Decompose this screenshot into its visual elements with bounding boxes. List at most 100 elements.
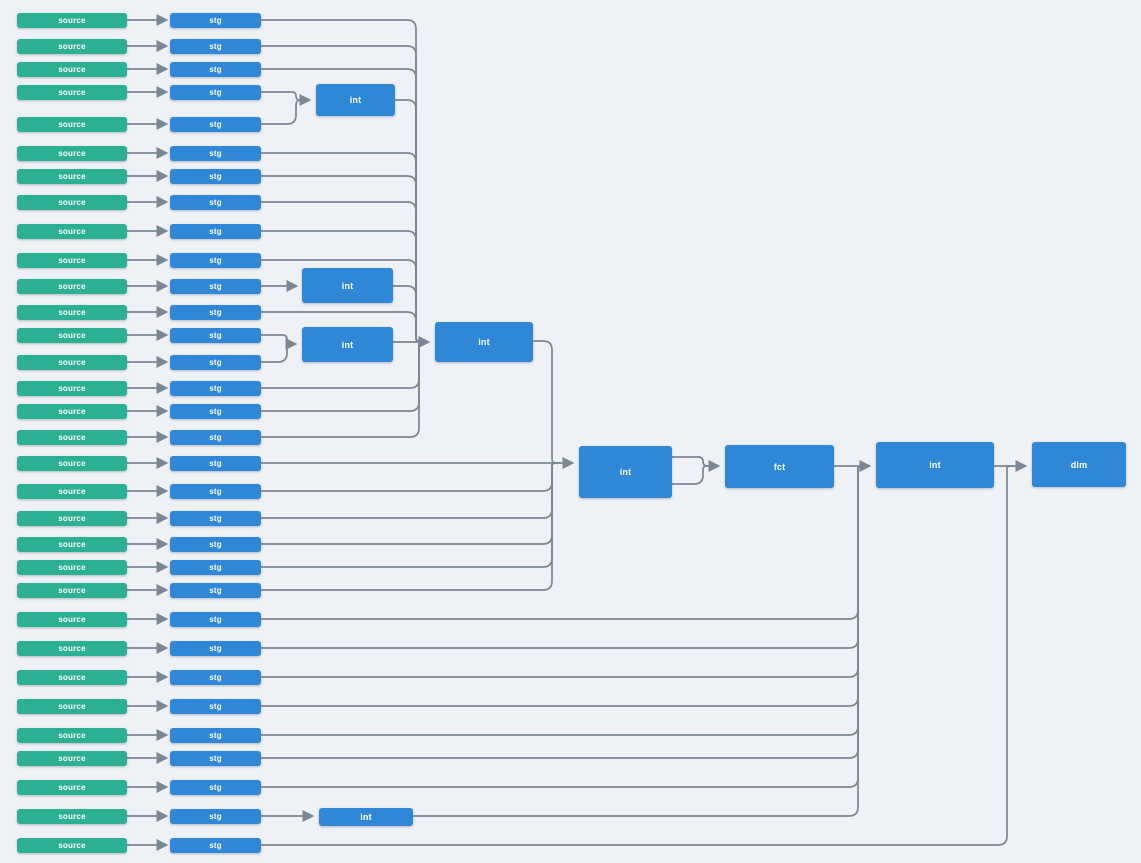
node-source[interactable]: source [17, 279, 127, 294]
node-stg[interactable]: stg [170, 809, 261, 824]
node-stg[interactable]: stg [170, 85, 261, 100]
node-label: int [341, 339, 354, 350]
node-source[interactable]: source [17, 13, 127, 28]
node-label: source [58, 812, 86, 821]
node-label: stg [209, 673, 222, 682]
node-stg[interactable]: stg [170, 484, 261, 499]
node-label: stg [209, 65, 222, 74]
node-label: stg [209, 841, 222, 850]
node-source[interactable]: source [17, 224, 127, 239]
node-source[interactable]: source [17, 641, 127, 656]
node-int[interactable]: int [302, 327, 393, 362]
node-source[interactable]: source [17, 537, 127, 552]
node-label: source [58, 308, 86, 317]
node-stg[interactable]: stg [170, 699, 261, 714]
node-source[interactable]: source [17, 62, 127, 77]
node-int[interactable]: int [579, 446, 672, 498]
node-stg[interactable]: stg [170, 169, 261, 184]
node-source[interactable]: source [17, 670, 127, 685]
node-source[interactable]: source [17, 838, 127, 853]
node-source[interactable]: source [17, 85, 127, 100]
node-source[interactable]: source [17, 195, 127, 210]
node-source[interactable]: source [17, 305, 127, 320]
node-label: stg [209, 149, 222, 158]
node-source[interactable]: source [17, 169, 127, 184]
node-source[interactable]: source [17, 381, 127, 396]
node-stg[interactable]: stg [170, 13, 261, 28]
node-stg[interactable]: stg [170, 670, 261, 685]
node-int[interactable]: int [302, 268, 393, 303]
node-label: stg [209, 198, 222, 207]
node-source[interactable]: source [17, 728, 127, 743]
node-stg[interactable]: stg [170, 641, 261, 656]
node-stg[interactable]: stg [170, 583, 261, 598]
edge [672, 465, 710, 485]
node-label: stg [209, 331, 222, 340]
node-source[interactable]: source [17, 39, 127, 54]
node-label: fct [773, 461, 786, 472]
node-label: source [58, 615, 86, 624]
node-source[interactable]: source [17, 253, 127, 268]
node-stg[interactable]: stg [170, 62, 261, 77]
node-label: source [58, 42, 86, 51]
node-source[interactable]: source [17, 583, 127, 598]
node-label: stg [209, 487, 222, 496]
node-stg[interactable]: stg [170, 39, 261, 54]
edge [261, 462, 558, 545]
node-source[interactable]: source [17, 560, 127, 575]
node-source[interactable]: source [17, 780, 127, 795]
node-label: source [58, 120, 86, 129]
node-label: stg [209, 16, 222, 25]
node-int[interactable]: int [876, 442, 994, 488]
node-source[interactable]: source [17, 404, 127, 419]
node-source[interactable]: source [17, 511, 127, 526]
node-stg[interactable]: stg [170, 430, 261, 445]
node-stg[interactable]: stg [170, 253, 261, 268]
node-source[interactable]: source [17, 456, 127, 471]
node-stg[interactable]: stg [170, 279, 261, 294]
node-stg[interactable]: stg [170, 195, 261, 210]
edge [261, 343, 292, 363]
node-stg[interactable]: stg [170, 305, 261, 320]
node-source[interactable]: source [17, 751, 127, 766]
node-source[interactable]: source [17, 699, 127, 714]
node-stg[interactable]: stg [170, 838, 261, 853]
node-stg[interactable]: stg [170, 224, 261, 239]
node-stg[interactable]: stg [170, 751, 261, 766]
node-stg[interactable]: stg [170, 456, 261, 471]
node-stg[interactable]: stg [170, 355, 261, 370]
node-source[interactable]: source [17, 612, 127, 627]
edge [261, 152, 425, 343]
node-stg[interactable]: stg [170, 381, 261, 396]
node-stg[interactable]: stg [170, 780, 261, 795]
edge [261, 334, 298, 350]
node-stg[interactable]: stg [170, 404, 261, 419]
edge [261, 465, 864, 649]
node-fct[interactable]: fct [725, 445, 834, 488]
node-stg[interactable]: stg [170, 511, 261, 526]
node-stg[interactable]: stg [170, 728, 261, 743]
node-label: stg [209, 783, 222, 792]
node-source[interactable]: source [17, 430, 127, 445]
node-stg[interactable]: stg [170, 612, 261, 627]
node-label: source [58, 586, 86, 595]
node-source[interactable]: source [17, 328, 127, 343]
edge [261, 465, 864, 620]
node-stg[interactable]: stg [170, 560, 261, 575]
node-label: source [58, 358, 86, 367]
edge [533, 340, 560, 464]
node-source[interactable]: source [17, 809, 127, 824]
node-source[interactable]: source [17, 146, 127, 161]
node-stg[interactable]: stg [170, 537, 261, 552]
node-stg[interactable]: stg [170, 117, 261, 132]
node-int[interactable]: int [316, 84, 395, 116]
node-dim[interactable]: dim [1032, 442, 1126, 487]
node-stg[interactable]: stg [170, 328, 261, 343]
node-source[interactable]: source [17, 484, 127, 499]
node-label: stg [209, 586, 222, 595]
node-stg[interactable]: stg [170, 146, 261, 161]
node-int[interactable]: int [319, 808, 413, 826]
node-int[interactable]: int [435, 322, 533, 362]
node-source[interactable]: source [17, 117, 127, 132]
node-source[interactable]: source [17, 355, 127, 370]
